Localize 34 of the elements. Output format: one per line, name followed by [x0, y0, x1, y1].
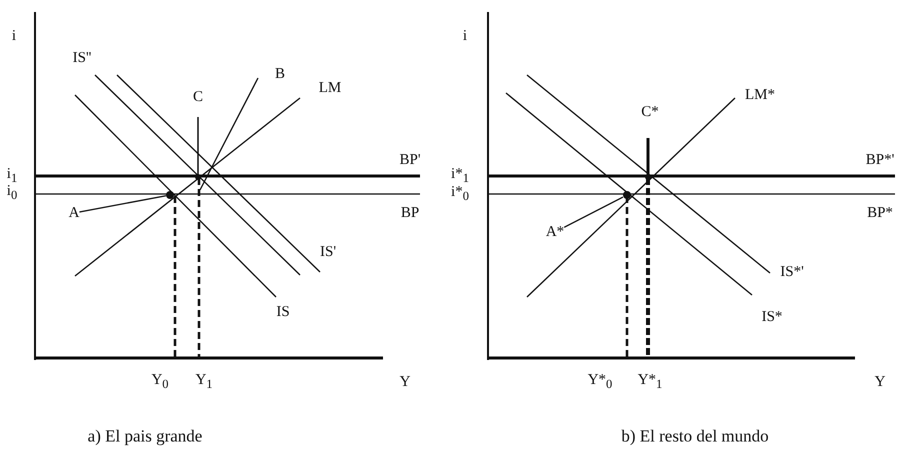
leader-line [79, 195, 166, 213]
axis-label: Y [874, 374, 886, 390]
axis-tick-label: i$_{1}$ [6, 166, 18, 186]
axis-label: Y [400, 374, 410, 390]
curve-label: IS* [762, 308, 782, 326]
curve-label: IS' [320, 244, 336, 260]
curve-label: IS [276, 304, 290, 320]
curve-label: BP*' [866, 152, 894, 168]
point-label: A* [546, 224, 564, 240]
axis-tick-label: i$_{0}$ [6, 183, 18, 203]
axis-tick-label: Y$_{1}$ [195, 372, 213, 392]
axis-tick-label: i*$_{0}$ [451, 184, 469, 204]
curve-label: BP' [399, 152, 421, 168]
curve-label: BP [400, 204, 420, 222]
axis-tick-label: Y$_{0}$ [151, 372, 169, 392]
axis-tick-label: Y*$_{0}$ [588, 372, 612, 392]
curve-label: IS'' [72, 50, 92, 66]
caption: a) El pais grande [88, 428, 202, 446]
axis-label: i [12, 28, 16, 44]
point-label: C* [641, 104, 659, 120]
curve-label: LM [318, 80, 342, 96]
leader-line [564, 196, 624, 228]
axis-tick-label: Y*$_{1}$ [638, 372, 662, 392]
intersection-dot [166, 191, 174, 199]
curve-label: B [275, 66, 285, 82]
axis-label: i [462, 28, 468, 44]
curve-label: LM* [745, 86, 775, 104]
intersection-dot [623, 191, 631, 199]
point-label: A [68, 204, 80, 222]
axis-tick-label: i*$_{1}$ [451, 166, 469, 186]
curve-label: IS*' [780, 264, 804, 280]
curve-label: BP* [867, 204, 893, 222]
caption: b) El resto del mundo [621, 428, 769, 446]
point-label: C [193, 88, 203, 106]
